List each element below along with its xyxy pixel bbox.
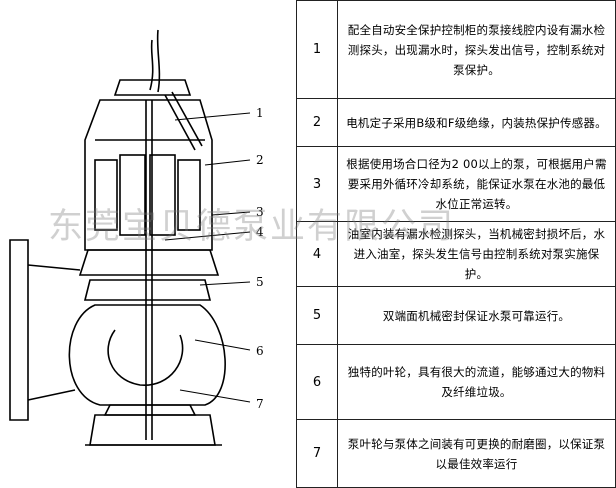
leader-line-3 <box>211 211 251 216</box>
row-number: 1 <box>296 0 338 99</box>
leader-line-7 <box>179 389 251 403</box>
impeller <box>107 329 184 386</box>
callout-7: 7 <box>256 397 264 411</box>
table-row: 3 根据使用场合口径为2 00以上的泵，可根据用户需要采用外循环冷却系统，能保证… <box>296 146 616 222</box>
callout-4: 4 <box>256 225 264 239</box>
stator-block <box>177 159 201 231</box>
stator-block <box>119 154 146 236</box>
top-cap <box>113 79 192 96</box>
row-number: 5 <box>296 286 338 345</box>
cable-line-2 <box>156 29 161 93</box>
table-row: 1 配全自动安全保护控制柜的泵接线腔内设有漏水检测探头，出现漏水时，探头发出信号… <box>296 0 616 99</box>
pump-cross-section-drawing: 1 2 3 4 5 6 7 <box>0 0 296 486</box>
row-description: 双端面机械密封保证水泵可靠运行。 <box>337 286 616 345</box>
callout-3: 3 <box>256 205 264 219</box>
row-description: 油室内装有漏水检测探头，当机械密封损坏后，水进入油室，探头发生信号由控制系统对泵… <box>337 221 616 287</box>
discharge-flange <box>9 239 29 421</box>
oil-chamber <box>78 249 220 276</box>
leader-line-2 <box>204 159 251 166</box>
table-row: 6 独特的叶轮，具有很大的流道，能够通过大的物料及纤维垃圾。 <box>296 344 616 420</box>
callout-5: 5 <box>256 275 264 289</box>
table-row: 4 油室内装有漏水检测探头，当机械密封损坏后，水进入油室，探头发生信号由控制系统… <box>296 221 616 287</box>
seal-chamber <box>83 279 212 301</box>
row-description: 独特的叶轮，具有很大的流道，能够通过大的物料及纤维垃圾。 <box>337 344 616 420</box>
features-table: 1 配全自动安全保护控制柜的泵接线腔内设有漏水检测探头，出现漏水时，探头发出信号… <box>296 0 616 488</box>
table-row: 7 泵叶轮与泵体之间装有可更换的耐磨圈，以保证泵以最佳效率运行 <box>296 419 616 488</box>
stator-block <box>149 154 176 236</box>
callout-2: 2 <box>256 153 264 167</box>
stator-block <box>94 159 118 231</box>
discharge-pipe <box>27 264 81 401</box>
shaft <box>145 100 153 440</box>
leader-line-5 <box>199 281 251 286</box>
motor-housing <box>84 99 213 251</box>
row-number: 6 <box>296 344 338 420</box>
volute-casing <box>68 304 226 406</box>
row-description: 配全自动安全保护控制柜的泵接线腔内设有漏水检测探头，出现漏水时，探头发出信号，控… <box>337 0 616 99</box>
cable-line <box>149 39 154 91</box>
row-description: 根据使用场合口径为2 00以上的泵，可根据用户需要采用外循环冷却系统，能保证水泵… <box>337 146 616 222</box>
leader-line-6 <box>194 339 251 351</box>
leader-line-4 <box>164 231 251 241</box>
pump-drawing-svg: 1 2 3 4 5 6 7 <box>9 29 264 446</box>
table-row: 5 双端面机械密封保证水泵可靠运行。 <box>296 286 616 345</box>
table-row: 2 电机定子采用B级和F级绝缘，内装热保护传感器。 <box>296 98 616 147</box>
row-number: 7 <box>296 419 338 488</box>
wear-ring <box>103 404 197 416</box>
callout-1: 1 <box>256 106 264 120</box>
row-number: 3 <box>296 146 338 222</box>
row-description: 泵叶轮与泵体之间装有可更换的耐磨圈，以保证泵以最佳效率运行 <box>337 419 616 488</box>
row-description: 电机定子采用B级和F级绝缘，内装热保护传感器。 <box>337 98 616 147</box>
callout-6: 6 <box>256 344 264 358</box>
row-number: 4 <box>296 221 338 287</box>
row-number: 2 <box>296 98 338 147</box>
leader-line-1 <box>174 112 251 121</box>
